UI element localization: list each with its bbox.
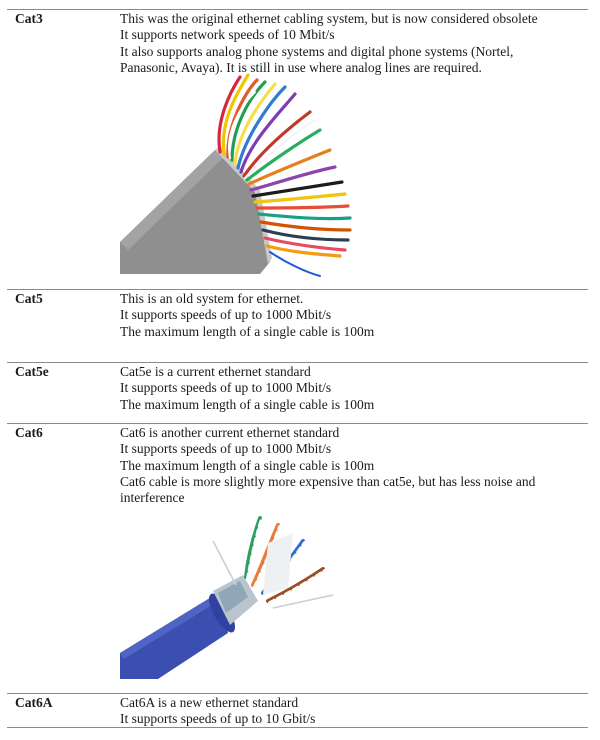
table-row-cat6: Cat6 Cat6 is another current ethernet st… [0, 423, 600, 693]
table-row-cat3: Cat3 This was the original ethernet cabl… [0, 9, 600, 289]
table-row-cat5: Cat5 This is an old system for ethernet.… [0, 289, 600, 362]
description-line: Cat6 cable is more slightly more expensi… [120, 473, 536, 489]
row-description: This was the original ethernet cabling s… [120, 11, 580, 76]
description-line: It supports speeds of up to 1000 Mbit/s [120, 307, 332, 323]
description-line: interference [120, 490, 185, 506]
row-label: Cat6A [15, 695, 53, 710]
description-line: Cat6 is another current ethernet standar… [120, 425, 340, 440]
description-line: This was the original ethernet cabling s… [120, 11, 538, 26]
table-rule [7, 693, 588, 694]
row-description: Cat5e is a current ethernet standard It … [120, 364, 580, 413]
row-description: Cat6A is a new ethernet standard It supp… [120, 695, 580, 728]
row-label: Cat6 [15, 425, 43, 440]
row-label: Cat5e [15, 364, 49, 379]
description-line: This is an old system for ethernet. [120, 291, 304, 306]
description-line: It supports speeds of up to 1000 Mbit/s [120, 380, 332, 396]
description-line: It supports network speeds of 10 Mbit/s [120, 27, 335, 43]
description-line: It supports speeds of up to 10 Gbit/s [120, 711, 316, 727]
description-line: The maximum length of a single cable is … [120, 323, 375, 339]
description-line: It also supports analog phone systems an… [120, 43, 514, 59]
row-label: Cat3 [15, 11, 43, 26]
table-rule [7, 9, 588, 10]
table-rule [7, 423, 588, 424]
table-rule [7, 289, 588, 290]
row-description: This is an old system for ethernet. It s… [120, 291, 580, 340]
cat6-cable-image [120, 516, 334, 679]
row-label: Cat5 [15, 291, 43, 306]
cat3-cable-image [120, 73, 352, 277]
table-rule [7, 362, 588, 363]
description-line: Cat5e is a current ethernet standard [120, 364, 311, 379]
row-description: Cat6 is another current ethernet standar… [120, 425, 580, 506]
table-row-cat5e: Cat5e Cat5e is a current ethernet standa… [0, 362, 600, 423]
description-line: The maximum length of a single cable is … [120, 457, 375, 473]
table-rule [7, 727, 588, 728]
description-line: Cat6A is a new ethernet standard [120, 695, 299, 710]
table-row-cat6a: Cat6A Cat6A is a new ethernet standard I… [0, 693, 600, 727]
description-line: The maximum length of a single cable is … [120, 396, 375, 412]
description-line: It supports speeds of up to 1000 Mbit/s [120, 441, 332, 457]
description-line: Panasonic, Avaya). It is still in use wh… [120, 59, 482, 75]
